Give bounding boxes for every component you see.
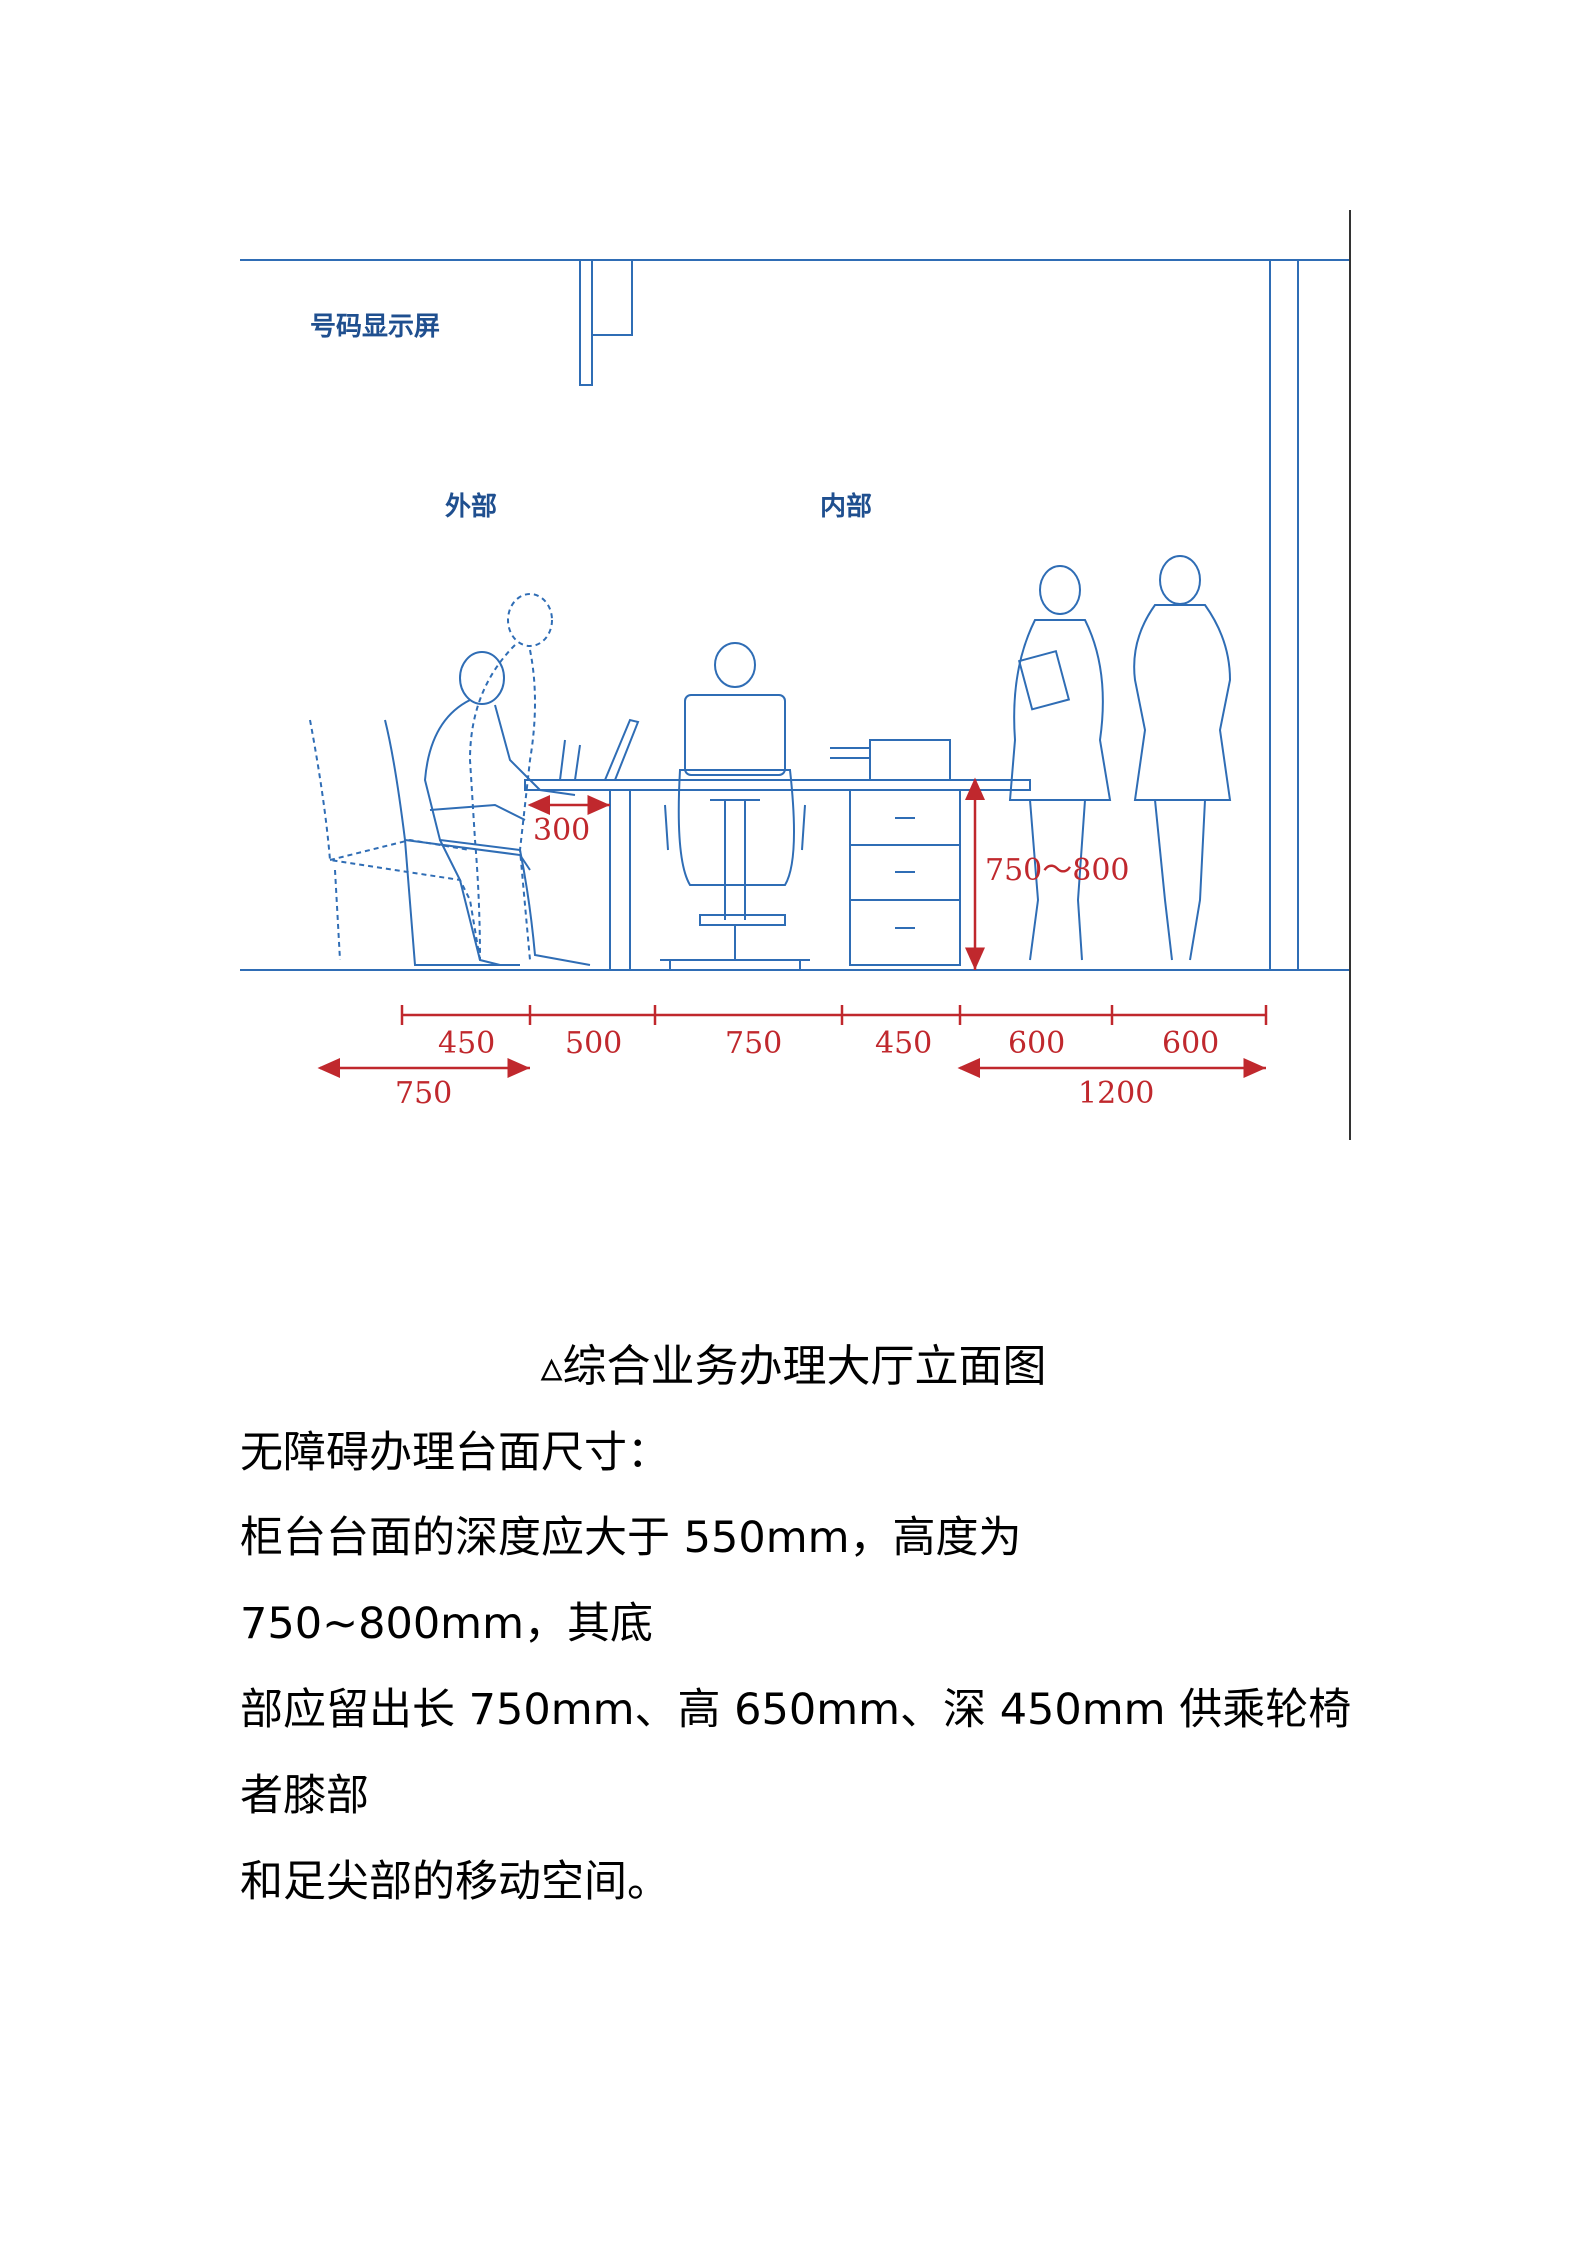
dashed-person-icon	[468, 593, 553, 961]
woman-with-folder-icon	[1008, 565, 1112, 961]
dim-row1-3: 450	[875, 1026, 932, 1061]
display-screen-icon	[579, 259, 633, 386]
dim-row2-0: 750	[395, 1076, 452, 1111]
drawer-cabinet-icon	[849, 789, 961, 966]
dashed-chair-icon	[309, 719, 481, 961]
dim-height-text: 750～800	[985, 853, 1130, 888]
elevation-svg: 号码显示屏 外部 内部	[240, 210, 1351, 1140]
visitor-chair-icon	[384, 719, 531, 966]
section-heading: 无障碍办理台面尺寸：	[240, 1410, 1360, 1496]
seated-visitor-icon	[423, 651, 591, 966]
dim-row1-4: 600	[1008, 1026, 1065, 1061]
elevation-drawing: 号码显示屏 外部 内部	[230, 200, 1370, 1150]
body-line-3: 和足尖部的移动空间。	[240, 1857, 670, 1907]
outside-label: 外部	[445, 492, 497, 522]
heading-text: 无障碍办理台面尺寸：	[240, 1428, 670, 1478]
figure-caption: ▵综合业务办理大厅立面图	[540, 1341, 1047, 1392]
dim-row1-2: 750	[725, 1026, 782, 1061]
dim-row1-0: 450	[438, 1026, 495, 1061]
staff-chair-icon	[660, 642, 810, 970]
standing-woman-icon	[1133, 555, 1232, 961]
printer-icon	[830, 739, 951, 781]
body-line-1: 柜台台面的深度应大于 550mm，高度为 750~800mm，其底	[240, 1513, 1022, 1649]
counter-desk-icon	[524, 718, 1031, 970]
dim-row1-1: 500	[565, 1026, 622, 1061]
dim-row2-1: 1200	[1078, 1076, 1154, 1111]
dim-row-1	[400, 1005, 1268, 1025]
dim-row1-5: 600	[1162, 1026, 1219, 1061]
inside-label: 内部	[820, 492, 872, 522]
body-line-2: 部应留出长 750mm、高 650mm、深 450mm 供乘轮椅者膝部	[240, 1685, 1352, 1821]
body-paragraph: 柜台台面的深度应大于 550mm，高度为 750~800mm，其底 部应留出长 …	[240, 1495, 1360, 1925]
display-screen-label: 号码显示屏	[310, 312, 440, 342]
dim-knee-text: 300	[533, 813, 590, 848]
